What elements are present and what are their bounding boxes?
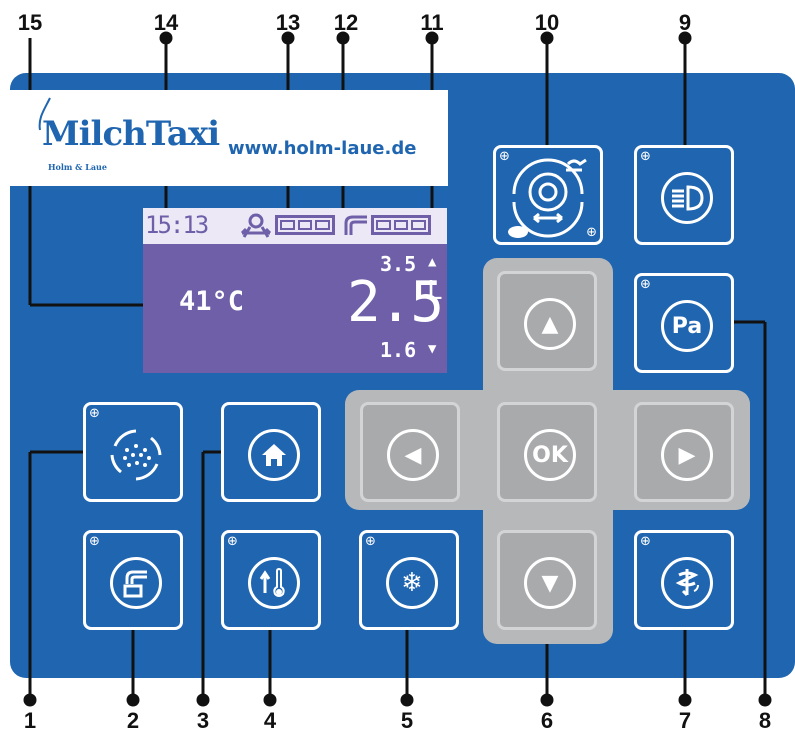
stirrer-circle <box>661 557 713 609</box>
plus-icon: ⊕ <box>227 534 238 549</box>
plus-icon: ⊕ <box>89 406 100 421</box>
volume-unit: L <box>427 276 443 306</box>
level-gauge-1 <box>275 215 335 235</box>
snowflake-icon: ❄ <box>386 557 438 609</box>
stirrer-icon <box>675 569 699 597</box>
tap-icon <box>123 570 147 598</box>
callout-number-1: 1 <box>23 708 37 733</box>
callout-number-3: 3 <box>196 708 210 733</box>
cooling-button[interactable]: ⊕ ❄ <box>359 530 459 630</box>
callout-number-9: 9 <box>678 10 692 35</box>
callout-number-6: 6 <box>540 708 554 733</box>
display-time: 15:13 <box>145 211 209 239</box>
display-status-bar: 15:13 <box>143 208 447 244</box>
arrow-left-icon: ◀ <box>387 429 439 481</box>
stirrer-button[interactable]: ⊕ <box>634 530 734 630</box>
home-icon <box>262 444 286 466</box>
milk-drop-icon <box>38 97 51 131</box>
headlight-icon <box>672 185 704 211</box>
speed-button[interactable]: ⊕ ⊕ <box>493 145 603 245</box>
nav-left-button[interactable]: ◀ <box>360 402 460 502</box>
callout-number-8: 8 <box>758 708 772 733</box>
nav-up-button[interactable]: ▲ <box>497 271 597 371</box>
plus-icon: ⊕ <box>586 225 597 240</box>
brand-name: MilchTaxi <box>42 114 220 154</box>
callout-number-5: 5 <box>400 708 414 733</box>
nav-ok-button[interactable]: OK <box>497 402 597 502</box>
plus-icon: ⊕ <box>365 534 376 549</box>
arrow-right-icon: ▶ <box>661 429 713 481</box>
upper-arrow-icon: ▲ <box>428 254 437 270</box>
agitation-button[interactable]: ⊕ <box>83 402 183 502</box>
plus-icon: ⊕ <box>499 149 510 164</box>
heating-circle <box>248 557 300 609</box>
callout-number-7: 7 <box>678 708 692 733</box>
temperature-value: 41°C <box>179 286 245 317</box>
callout-number-15: 15 <box>17 10 43 35</box>
nav-down-button[interactable]: ▼ <box>497 530 597 630</box>
home-button[interactable] <box>221 402 321 502</box>
pasteurize-label: Pa <box>661 300 713 352</box>
lcd-display: 15:13 3.5 ▲ 41°C 2.5 L 1.6 ▼ <box>143 208 447 373</box>
light-circle <box>661 172 713 224</box>
ok-label: OK <box>524 429 576 481</box>
callout-number-4: 4 <box>263 708 277 733</box>
agitator-icon <box>240 213 272 238</box>
brand-url: www.holm-laue.de <box>228 138 417 159</box>
light-button[interactable]: ⊕ <box>634 145 734 245</box>
callout-number-10: 10 <box>534 10 560 35</box>
speed-fast-slow-icon <box>508 158 587 238</box>
heating-button[interactable]: ⊕ <box>221 530 321 630</box>
pasteurize-button[interactable]: ⊕ Pa <box>634 273 734 373</box>
volume-upper-value: 3.5 <box>380 252 417 276</box>
level-gauge-2 <box>371 215 431 235</box>
dispense-circle <box>110 557 162 609</box>
home-circle <box>248 429 300 481</box>
callout-number-14: 14 <box>153 10 179 35</box>
tap-icon <box>344 215 367 235</box>
brand-logo-panel: MilchTaxi Holm & Laue www.holm-laue.de <box>10 90 448 186</box>
dispense-button[interactable]: ⊕ <box>83 530 183 630</box>
callout-number-12: 12 <box>333 10 359 35</box>
spray-cycle-icon <box>110 429 162 481</box>
lower-arrow-icon: ▼ <box>428 341 437 357</box>
nav-right-button[interactable]: ▶ <box>634 402 734 502</box>
plus-icon: ⊕ <box>640 534 651 549</box>
plus-icon: ⊕ <box>640 149 651 164</box>
plus-icon: ⊕ <box>640 277 651 292</box>
callout-number-11: 11 <box>420 10 444 35</box>
brand-subtitle: Holm & Laue <box>48 162 107 172</box>
callout-number-2: 2 <box>126 708 140 733</box>
plus-icon: ⊕ <box>89 534 100 549</box>
arrow-down-icon: ▼ <box>524 557 576 609</box>
callout-number-13: 13 <box>275 10 301 35</box>
arrow-up-icon: ▲ <box>524 298 576 350</box>
volume-lower-value: 1.6 <box>380 338 417 362</box>
thermometer-up-icon <box>259 567 285 597</box>
volume-main-value: 2.5 <box>347 270 444 335</box>
